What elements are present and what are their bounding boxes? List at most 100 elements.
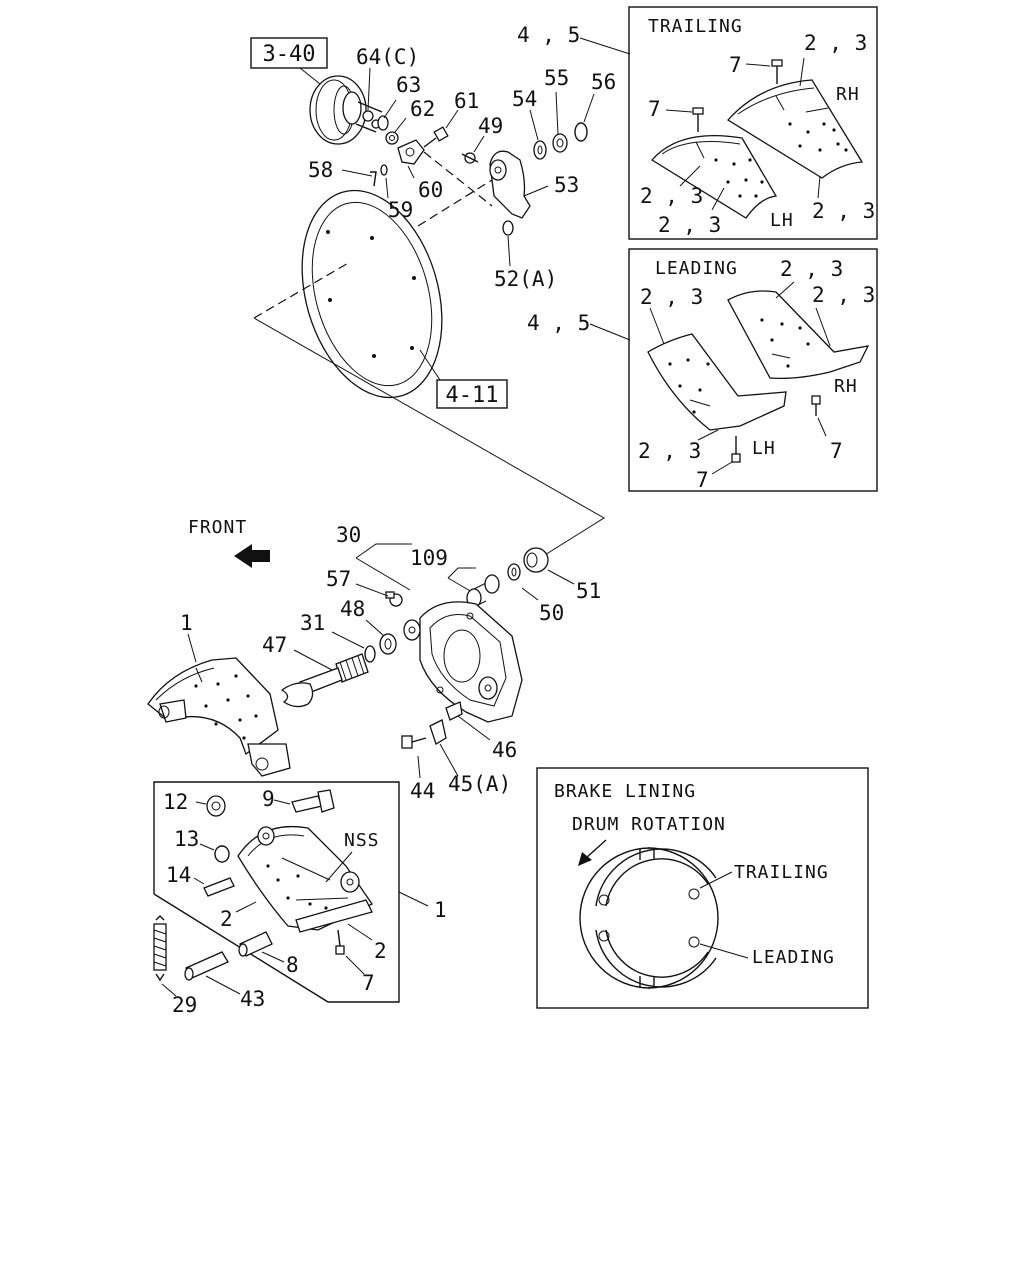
callout-7-trailing-a[interactable]: 7 — [729, 53, 742, 77]
bushing-109b — [484, 574, 500, 594]
pin-59 — [380, 164, 388, 176]
callout-43[interactable]: 43 — [240, 987, 265, 1011]
callout-2-assembly-b[interactable]: 2 — [374, 939, 387, 963]
callout-56[interactable]: 56 — [591, 70, 616, 94]
rivet-trailing-b — [692, 107, 704, 132]
clevis-60 — [397, 139, 425, 165]
label-lh-leading: LH — [752, 438, 776, 459]
callout-7-trailing-b[interactable]: 7 — [648, 97, 661, 121]
callout-59[interactable]: 59 — [388, 198, 413, 222]
shoe-assembly — [237, 825, 373, 933]
front-arrow-icon — [234, 544, 270, 568]
callout-30[interactable]: 30 — [336, 523, 361, 547]
callout-29[interactable]: 29 — [172, 993, 197, 1017]
snap-ring-56 — [574, 122, 588, 142]
pin-9 — [291, 789, 335, 813]
callout-45a[interactable]: 45(A) — [448, 772, 511, 796]
callout-49[interactable]: 49 — [478, 114, 503, 138]
inset-title: BRAKE LINING — [554, 781, 696, 802]
rivet-7 — [335, 929, 345, 955]
label-rh-trailing: RH — [836, 84, 860, 105]
callout-8[interactable]: 8 — [286, 953, 299, 977]
brake-lining-inset: BRAKE LINING DRUM ROTATION TRAILING LEAD… — [536, 767, 869, 1009]
callout-4-5-mid[interactable]: 4 , 5 — [527, 311, 590, 335]
lining-trailing-rh — [726, 79, 864, 179]
callout-53[interactable]: 53 — [554, 173, 579, 197]
bracket-53 — [489, 150, 531, 219]
callout-64c[interactable]: 64(C) — [356, 45, 419, 69]
reference-box-4-11[interactable]: 4-11 — [436, 379, 508, 409]
callout-12[interactable]: 12 — [163, 790, 188, 814]
grease-fitting-49 — [461, 152, 479, 164]
callout-1[interactable]: 1 — [180, 611, 193, 635]
callout-52a[interactable]: 52(A) — [494, 267, 557, 291]
bushing-52 — [502, 220, 514, 236]
callout-44[interactable]: 44 — [410, 779, 435, 803]
clip-45 — [429, 719, 447, 745]
brake-shoe-1 — [147, 657, 291, 777]
callout-46[interactable]: 46 — [492, 738, 517, 762]
spider-bracket — [403, 601, 523, 723]
washer-63 — [377, 115, 389, 131]
drum-ring — [579, 847, 719, 989]
callout-60[interactable]: 60 — [418, 178, 443, 202]
callout-7-leading-b[interactable]: 7 — [830, 439, 843, 463]
reference-box-3-40[interactable]: 3-40 — [250, 37, 328, 69]
lining-trailing-lh — [651, 135, 778, 219]
leading-title: LEADING — [655, 258, 738, 279]
callout-2-3-leading-c[interactable]: 2 , 3 — [812, 283, 875, 307]
label-rh-leading: RH — [834, 376, 858, 397]
callout-13[interactable]: 13 — [174, 827, 199, 851]
bolt-44 — [401, 735, 427, 749]
ring-13 — [214, 845, 230, 863]
callout-2-3-trailing-d[interactable]: 2 , 3 — [812, 199, 875, 223]
svg-text:4-11: 4-11 — [446, 383, 499, 408]
callout-2-3-leading-b[interactable]: 2 , 3 — [640, 285, 703, 309]
return-spring-29 — [153, 915, 167, 982]
callout-9[interactable]: 9 — [262, 787, 275, 811]
label-nss: NSS — [344, 830, 380, 851]
callout-2-3-leading-d[interactable]: 2 , 3 — [638, 439, 701, 463]
callout-1-assembly[interactable]: 1 — [434, 898, 447, 922]
washer-54 — [533, 140, 547, 160]
nut-62 — [385, 131, 399, 145]
callout-51[interactable]: 51 — [576, 579, 601, 603]
trailing-shoe-box: TRAILING — [628, 6, 878, 240]
leading-shoe-box: LEADING 2 , 3 2 , 3 2 , — [628, 248, 878, 492]
callout-47[interactable]: 47 — [262, 633, 287, 657]
cotter-pin-58 — [370, 171, 377, 187]
spring-pin-14 — [203, 877, 235, 897]
anchor-pin-43 — [184, 951, 229, 981]
inset-drum-rotation: DRUM ROTATION — [572, 814, 726, 835]
roller-12 — [206, 795, 226, 817]
callout-14[interactable]: 14 — [166, 863, 191, 887]
callout-61[interactable]: 61 — [454, 89, 479, 113]
callout-55[interactable]: 55 — [544, 66, 569, 90]
callout-2-assembly-a[interactable]: 2 — [220, 907, 233, 931]
callout-63[interactable]: 63 — [396, 73, 421, 97]
camshaft-47 — [280, 653, 369, 708]
callout-4-5-top[interactable]: 4 , 5 — [517, 23, 580, 47]
trailing-title: TRAILING — [648, 16, 743, 37]
seal-48 — [379, 633, 397, 655]
shoe-assembly-box: 1 12 9 13 14 NSS 2 — [153, 781, 447, 1003]
callout-31[interactable]: 31 — [300, 611, 325, 635]
seal-51 — [523, 547, 549, 573]
callout-2-3-trailing-c[interactable]: 2 , 3 — [658, 213, 721, 237]
callout-7-assembly[interactable]: 7 — [362, 971, 375, 995]
grease-fitting-57 — [385, 591, 403, 607]
dust-shield — [301, 189, 443, 399]
callout-54[interactable]: 54 — [512, 87, 537, 111]
callout-62[interactable]: 62 — [410, 97, 435, 121]
plate-46 — [445, 701, 463, 721]
callout-2-3-trailing-b[interactable]: 2 , 3 — [640, 184, 703, 208]
callout-2-3-leading-a[interactable]: 2 , 3 — [780, 257, 843, 281]
callout-48[interactable]: 48 — [340, 597, 365, 621]
rivet-leading-a — [811, 395, 821, 416]
callout-57[interactable]: 57 — [326, 567, 351, 591]
callout-50[interactable]: 50 — [539, 601, 564, 625]
callout-58[interactable]: 58 — [308, 158, 333, 182]
callout-7-leading-a[interactable]: 7 — [696, 468, 709, 492]
callout-109[interactable]: 109 — [410, 546, 448, 570]
callout-2-3-trailing-a[interactable]: 2 , 3 — [804, 31, 867, 55]
